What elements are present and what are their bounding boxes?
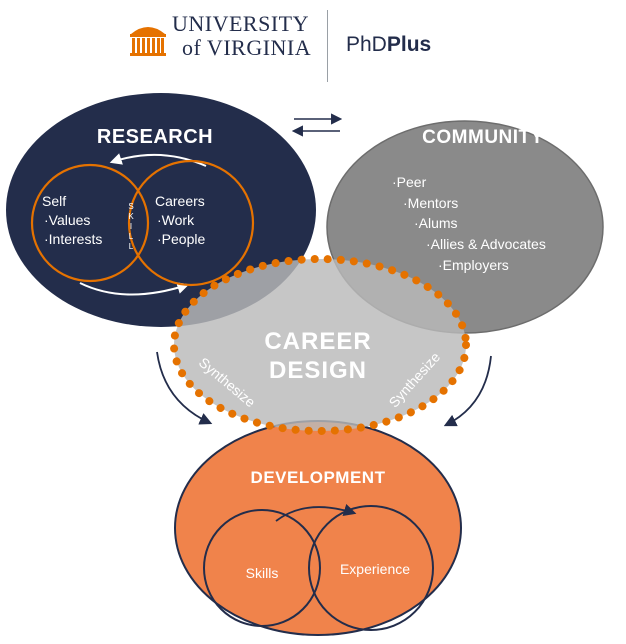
university-line2: of VIRGINIA [182, 35, 312, 60]
university-wordmark: UNIVERSITY of VIRGINIA [172, 13, 311, 59]
careers-item-work: ·Work [157, 212, 195, 228]
rotunda-logo [130, 27, 166, 56]
experience-label: Experience [340, 561, 410, 577]
community-title: COMMUNITY [422, 127, 544, 148]
right-synthesize-arrow [443, 355, 492, 427]
header: UNIVERSITY of VIRGINIA PhDPlus [0, 0, 626, 90]
self-item-values: ·Values [44, 212, 90, 228]
community-item-peer: ·Peer [392, 174, 427, 190]
research-top-arrow [109, 153, 207, 167]
exchange-arrows [291, 113, 343, 137]
research-title: RESEARCH [97, 126, 213, 148]
left-synthesize-arrow [156, 351, 213, 425]
careers-item-people: ·People [157, 231, 205, 247]
careers-circle [127, 159, 255, 287]
career-design-line1: CAREER [264, 328, 371, 355]
program-regular: PhD [346, 33, 387, 56]
career-design-dotted-border [170, 255, 470, 435]
development-top-arrow [275, 503, 357, 522]
research-ellipse [6, 93, 316, 327]
skills-circle [203, 509, 321, 627]
skill-vertical-label: S K I L L [128, 202, 134, 251]
skill-letter: I [130, 222, 132, 231]
skill-letter: S [128, 202, 133, 211]
development-title: DEVELOPMENT [251, 468, 386, 487]
career-design-line2: DESIGN [269, 357, 367, 384]
community-item-employers: ·Employers [438, 257, 509, 273]
career-design-ellipse [174, 259, 466, 431]
self-title: Self [42, 193, 66, 209]
community-item-alums: ·Alums [414, 215, 458, 231]
careers-title: Careers [155, 193, 205, 209]
skill-letter: L [129, 232, 134, 241]
community-item-allies: ·Allies & Advocates [426, 236, 546, 252]
skills-label: Skills [246, 565, 279, 581]
program-bold: Plus [386, 33, 432, 56]
research-bottom-arrow [79, 282, 190, 296]
self-circle [30, 163, 150, 283]
university-line1: UNIVERSITY [172, 11, 309, 36]
community-item-mentors: ·Mentors [403, 195, 458, 211]
skill-letter: L [129, 242, 134, 251]
program-name: PhDPlus [346, 33, 431, 57]
skill-letter: K [128, 212, 134, 221]
header-divider [327, 10, 328, 82]
experience-circle [308, 505, 434, 631]
self-item-interests: ·Interests [44, 231, 102, 247]
